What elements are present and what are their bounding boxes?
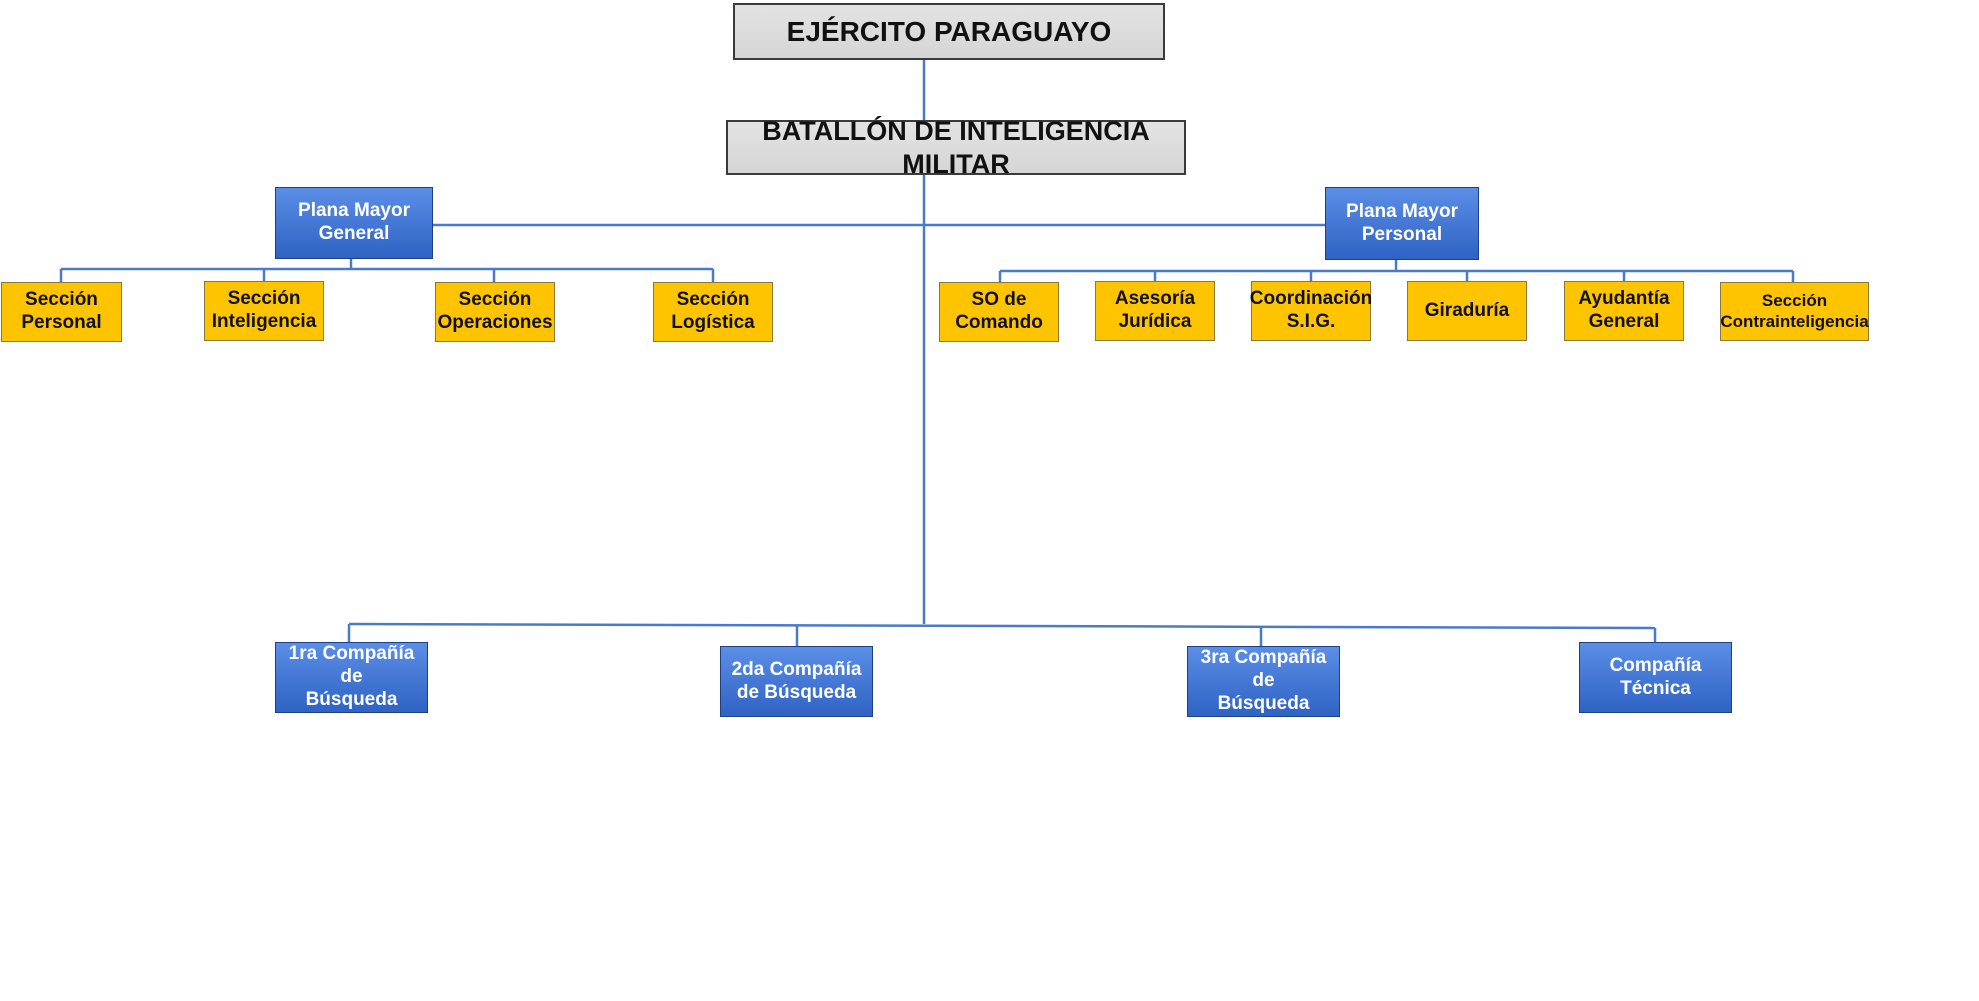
root-node: EJÉRCITO PARAGUAYO [733,3,1165,60]
ayudantia-general-label: Ayudantía General [1578,288,1670,332]
staff-personal-label: Plana Mayor Personal [1346,200,1458,245]
company-1-label: 1ra Compañía de Búsqueda [288,643,415,710]
asesoria-juridica-node: Asesoría Jurídica [1095,281,1215,341]
coordinacion-sig-node: Coordinación S.I.G. [1249,281,1373,341]
asesoria-juridica-label: Asesoría Jurídica [1114,288,1196,332]
staff-personal-node: Plana Mayor Personal [1325,187,1479,260]
section-personal-node: Sección Personal [1,282,122,342]
staff-general-label: Plana Mayor General [298,200,410,244]
so-comando-label: SO de Comando [955,289,1043,333]
giraduria-node: Giraduría [1407,281,1527,341]
staff-general-node: Plana Mayor General [275,187,433,259]
coordinacion-sig-label: Coordinación S.I.G. [1249,288,1373,332]
company-2-label: 2da Compañía de Búsqueda [731,658,862,703]
company-4-node: Compañía Técnica [1579,642,1732,713]
company-3-node: 3ra Compañía de Búsqueda [1187,646,1340,717]
root-node-label: EJÉRCITO PARAGUAYO [786,15,1112,47]
contrainteligencia-label: Sección Contrainteligencia [1720,291,1869,331]
ayudantia-general-node: Ayudantía General [1564,281,1684,341]
company-3-label: 3ra Compañía de Búsqueda [1200,647,1327,714]
so-comando-node: SO de Comando [939,282,1059,342]
section-personal-label: Sección Personal [21,289,102,333]
section-operaciones-node: Sección Operaciones [435,282,555,342]
battalion-node: BATALLÓN DE INTELIGENCIA MILITAR [726,116,1186,179]
contrainteligencia-node: Sección Contrainteligencia [1720,282,1869,341]
section-operaciones-label: Sección Operaciones [437,289,553,333]
battalion-node-label: BATALLÓN DE INTELIGENCIA MILITAR [762,116,1150,179]
company-2-node: 2da Compañía de Búsqueda [720,646,873,717]
connector-companies-bus [348,622,1656,630]
section-logistica-label: Sección Logística [671,289,755,333]
company-4-label: Compañía Técnica [1609,654,1702,699]
company-1-node: 1ra Compañía de Búsqueda [275,642,428,713]
section-inteligencia-label: Sección Inteligencia [211,288,317,332]
section-inteligencia-node: Sección Inteligencia [204,281,324,341]
section-logistica-node: Sección Logística [653,282,773,342]
giraduria-label: Giraduría [1424,299,1510,321]
